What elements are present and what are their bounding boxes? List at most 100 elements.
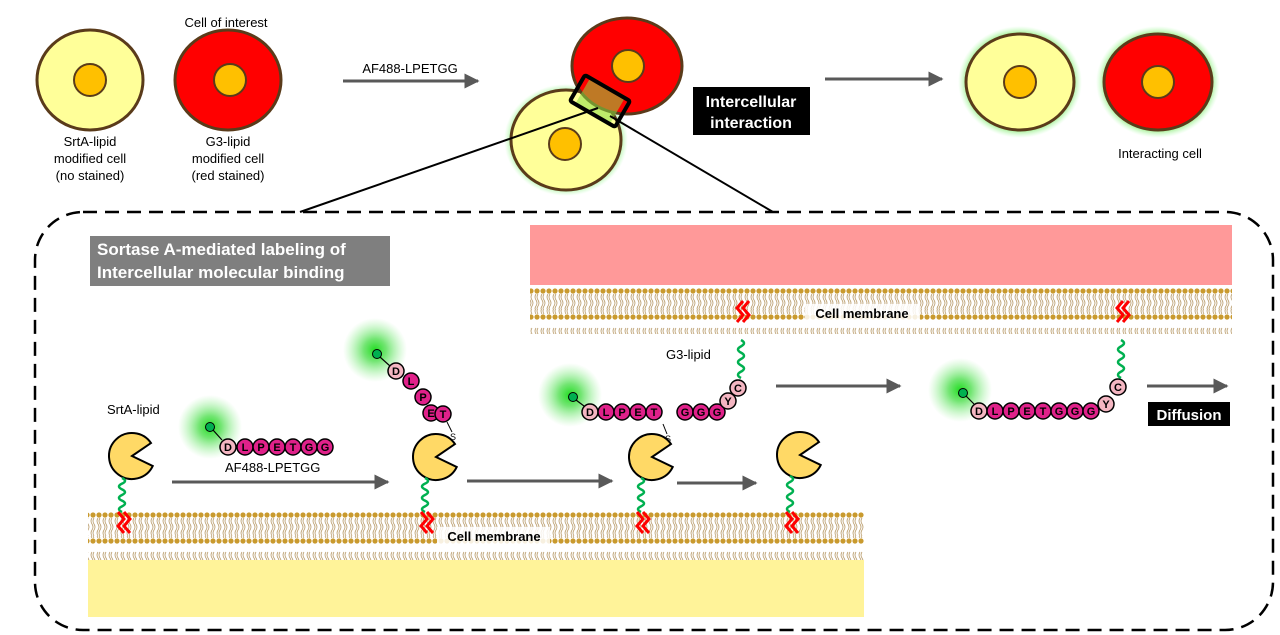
thioester-s-2: S (665, 434, 671, 444)
final-residue-label-7: G (1087, 406, 1096, 418)
interacting-cell-label: Interacting cell (1118, 146, 1202, 161)
int1-residue-label-0: D (392, 366, 400, 378)
g3-residue-label-2: G (713, 407, 722, 419)
final-residue-label-8: Y (1102, 399, 1110, 411)
free-residue-label-2: P (257, 442, 264, 454)
srta-enzyme-3 (628, 433, 675, 481)
final-residue-7 (1082, 402, 1100, 420)
interaction-box (693, 87, 810, 135)
detail-title-box (90, 236, 390, 286)
int2-residue-label-0: D (586, 407, 594, 419)
free-residue-label-1: L (242, 442, 249, 454)
upper-cell: Cell membrane (530, 225, 1232, 334)
free-residue-label-6: G (321, 442, 330, 454)
detail-title-line-1: Sortase A-mediated labeling of (97, 240, 346, 259)
int1-residue-label-2: P (419, 392, 426, 404)
interaction-box-line-2: interaction (710, 115, 792, 132)
int1-residue-1 (402, 372, 420, 390)
final-residue-9 (1109, 378, 1127, 396)
srta-enzyme-2 (412, 433, 459, 481)
g3-residue-label-3: Y (724, 396, 732, 408)
int1-residue-4 (434, 405, 452, 423)
free-residue-6 (316, 438, 334, 456)
final-residue-label-5: G (1055, 406, 1064, 418)
final-residue-label-6: G (1071, 406, 1080, 418)
free-residue-0 (219, 438, 237, 456)
int1-residue-label-1: L (408, 376, 415, 388)
srta-modified-cell (35, 28, 145, 132)
final-residue-label-1: L (992, 406, 999, 418)
zoom-line-left (299, 107, 599, 213)
g3-residue-4 (729, 379, 747, 397)
srta-anchor-2 (419, 476, 435, 534)
int1-residue-2 (414, 388, 432, 406)
final-residue-label-4: T (1040, 406, 1047, 418)
final-residue-8 (1097, 395, 1115, 413)
int1-residue-0 (387, 362, 405, 380)
free-residue-label-4: T (290, 442, 297, 454)
free-residue-label-0: D (224, 442, 232, 454)
lower-cytoplasm (88, 560, 864, 617)
fluorophore-dot (205, 422, 215, 432)
detail-panel (33, 210, 1275, 632)
srta-cell-label-3: (no stained) (56, 168, 125, 183)
upper-membrane-label: Cell membrane (815, 306, 908, 321)
srta-anchor-1 (116, 476, 132, 534)
srta-enzyme-4 (776, 431, 823, 479)
g3-anchor-1 (735, 300, 751, 380)
interacting-cell-red (1096, 26, 1220, 138)
srta-enzyme-1 (108, 432, 155, 480)
srta-anchor-4 (784, 474, 800, 534)
int2-residue-label-1: L (603, 407, 610, 419)
g3-cell-label-2: modified cell (192, 151, 264, 166)
zoom-box (568, 73, 632, 129)
g3-cell-label-1: G3-lipid (206, 134, 251, 149)
free-residue-label-3: E (273, 442, 280, 454)
g3-residue-2 (708, 403, 726, 421)
g3-cell-label-3: (red stained) (192, 168, 265, 183)
final-residue-label-9: C (1114, 382, 1122, 394)
detail-title-line-2: Intercellular molecular binding (97, 263, 345, 282)
interacting-cells-pair (504, 16, 684, 196)
final-residue-label-3: E (1023, 406, 1030, 418)
g3-residue-label-4: C (734, 383, 742, 395)
int2-residue-label-3: E (634, 407, 641, 419)
g3-residue-3 (719, 392, 737, 410)
srta-cell-label-2: modified cell (54, 151, 126, 166)
top-row: SrtA-lipid modified cell (no stained) Ce… (35, 15, 1220, 213)
srta-cell-label-1: SrtA-lipid (64, 134, 117, 149)
g3-residue-label-1: G (697, 407, 706, 419)
final-residue-label-2: P (1007, 406, 1014, 418)
int1-residue-label-4: T (440, 409, 447, 421)
int2-residue-4 (645, 403, 663, 421)
diffusion-label: Diffusion (1157, 407, 1222, 424)
interacting-cell-pale (958, 26, 1082, 138)
srta-anchor-3 (635, 476, 651, 534)
g3-modified-cell (173, 28, 283, 132)
cell-of-interest-label: Cell of interest (184, 15, 267, 30)
g3-anchor-2 (1115, 300, 1131, 380)
thioester-s-1: S (450, 432, 456, 442)
free-residue-label-5: G (305, 442, 314, 454)
substrate-label: AF488-LPETGG (225, 460, 320, 475)
top-arrow-label: AF488-LPETGG (362, 61, 457, 76)
lower-membrane-label: Cell membrane (447, 529, 540, 544)
interaction-box-line-1: Intercellular (706, 94, 797, 111)
final-residue-label-0: D (975, 406, 983, 418)
int2-residue-label-4: T (651, 407, 658, 419)
g3-residue-label-0: G (681, 407, 690, 419)
diffusion-box (1148, 402, 1230, 426)
zoom-line-right (609, 115, 774, 213)
int1-residue-label-3: E (427, 408, 434, 420)
srta-lipid-label: SrtA-lipid (107, 402, 160, 417)
